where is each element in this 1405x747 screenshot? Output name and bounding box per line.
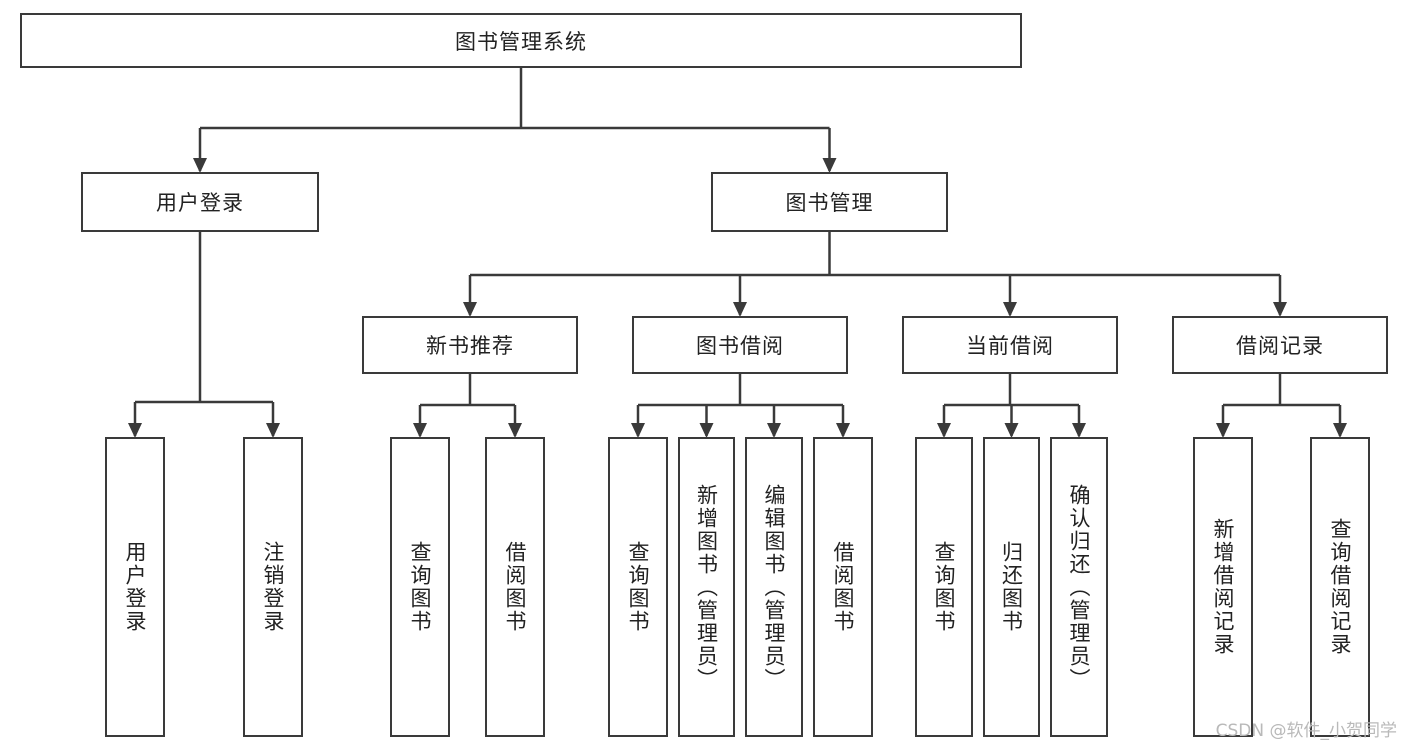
node-leaf-add-book-admin-label: 新增图书（管理员） (694, 483, 719, 691)
node-leaf-borrow-book-label: 借阅图书 (831, 541, 856, 633)
node-leaf-user-login-label: 用户登录 (123, 541, 148, 633)
node-leaf-edit-book-admin[interactable]: 编辑图书（管理员） (745, 437, 803, 737)
node-user-login[interactable]: 用户登录 (81, 172, 319, 232)
node-leaf-query-book-current[interactable]: 查询图书 (915, 437, 973, 737)
node-borrow-record[interactable]: 借阅记录 (1172, 316, 1388, 374)
node-user-login-label: 用户登录 (156, 191, 244, 215)
node-leaf-query-book-rec-label: 查询图书 (408, 541, 433, 633)
node-leaf-borrow-book[interactable]: 借阅图书 (813, 437, 873, 737)
node-leaf-confirm-return-admin-label: 确认归还（管理员） (1067, 483, 1092, 691)
node-leaf-confirm-return-admin[interactable]: 确认归还（管理员） (1050, 437, 1108, 737)
node-leaf-user-login[interactable]: 用户登录 (105, 437, 165, 737)
node-leaf-edit-book-admin-label: 编辑图书（管理员） (762, 483, 787, 691)
node-book-borrow-label: 图书借阅 (696, 334, 784, 358)
node-leaf-query-borrow-record-label: 查询借阅记录 (1328, 518, 1353, 656)
node-leaf-query-book-rec[interactable]: 查询图书 (390, 437, 450, 737)
node-new-book-recommend-label: 新书推荐 (426, 334, 514, 358)
node-leaf-borrow-book-rec[interactable]: 借阅图书 (485, 437, 545, 737)
node-root-label: 图书管理系统 (455, 29, 587, 54)
node-book-borrow[interactable]: 图书借阅 (632, 316, 848, 374)
node-current-borrow[interactable]: 当前借阅 (902, 316, 1118, 374)
node-leaf-return-book-label: 归还图书 (999, 541, 1024, 633)
node-leaf-add-borrow-record[interactable]: 新增借阅记录 (1193, 437, 1253, 737)
node-leaf-query-book-current-label: 查询图书 (932, 541, 957, 633)
watermark-text: CSDN @软件_小贺同学 (1215, 721, 1397, 741)
node-leaf-query-borrow-record[interactable]: 查询借阅记录 (1310, 437, 1370, 737)
node-root[interactable]: 图书管理系统 (20, 13, 1022, 68)
node-borrow-record-label: 借阅记录 (1236, 334, 1324, 358)
node-leaf-return-book[interactable]: 归还图书 (983, 437, 1040, 737)
node-leaf-add-borrow-record-label: 新增借阅记录 (1211, 518, 1236, 656)
node-leaf-logout[interactable]: 注销登录 (243, 437, 303, 737)
node-leaf-borrow-book-rec-label: 借阅图书 (503, 541, 528, 633)
node-leaf-query-book-borrow[interactable]: 查询图书 (608, 437, 668, 737)
node-current-borrow-label: 当前借阅 (966, 334, 1054, 358)
node-leaf-query-book-borrow-label: 查询图书 (626, 541, 651, 633)
node-leaf-logout-label: 注销登录 (261, 541, 286, 633)
node-book-manage[interactable]: 图书管理 (711, 172, 948, 232)
node-book-manage-label: 图书管理 (785, 191, 874, 215)
node-leaf-add-book-admin[interactable]: 新增图书（管理员） (678, 437, 735, 737)
node-new-book-recommend[interactable]: 新书推荐 (362, 316, 578, 374)
